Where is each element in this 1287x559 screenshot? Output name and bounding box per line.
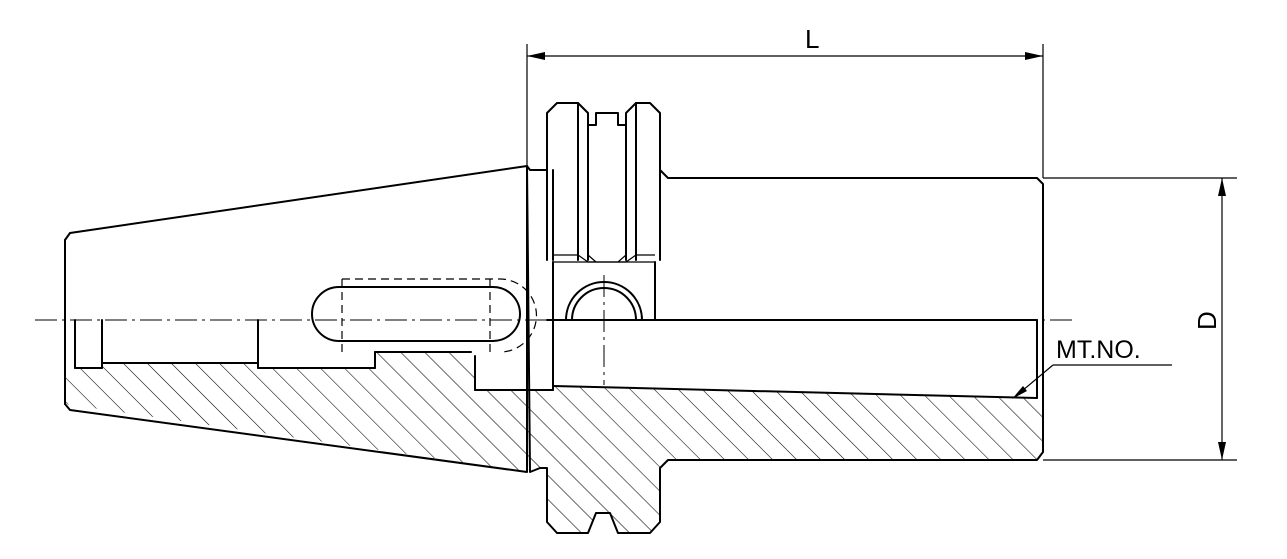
length-label: L <box>805 24 819 54</box>
holder-outline <box>64 102 1044 534</box>
key-slot <box>474 261 1038 399</box>
taper-callout: MT.NO. <box>1012 336 1172 399</box>
dimension-l: L <box>526 24 1044 178</box>
tang-slot <box>311 278 538 353</box>
taper-label: MT.NO. <box>1056 336 1141 364</box>
diameter-label: D <box>1192 311 1222 330</box>
dimension-d: D <box>1043 177 1237 461</box>
internal-bore <box>74 319 472 369</box>
section-hatch <box>65 352 1043 533</box>
